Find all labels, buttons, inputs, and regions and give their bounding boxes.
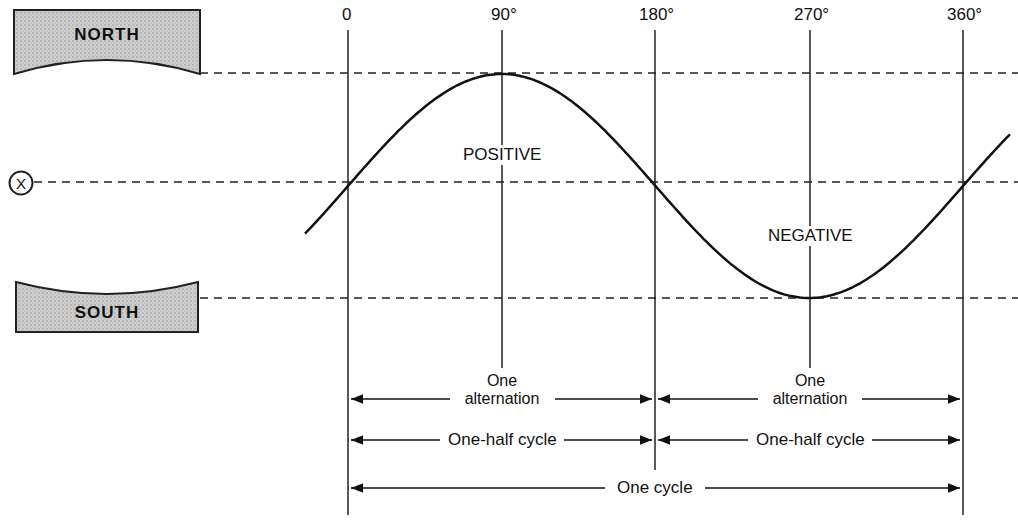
cycle-label: One cycle — [617, 478, 693, 498]
south-pole-piece: SOUTH — [14, 280, 200, 334]
polarity-label: NEGATIVE — [765, 226, 856, 246]
degree-label: 90° — [491, 5, 517, 25]
degree-label: 0 — [342, 5, 351, 25]
north-pole-piece: NORTH — [12, 8, 202, 76]
half-cycle-label: One-half cycle — [756, 430, 865, 450]
half-cycle-label: One-half cycle — [448, 430, 557, 450]
node-label: SOUTH — [75, 303, 140, 323]
dimension-arrows — [351, 399, 960, 488]
alternation-label: One alternation — [452, 372, 552, 409]
node-label: NORTH — [74, 25, 139, 45]
degree-label: 360° — [947, 5, 982, 25]
alternation-label: One alternation — [760, 372, 860, 409]
degree-label: 270° — [794, 5, 829, 25]
degree-label: 180° — [639, 5, 674, 25]
degree-lines — [348, 30, 963, 515]
sine-curve — [305, 74, 1010, 298]
reference-lines — [34, 73, 1018, 298]
node-label: X — [16, 175, 26, 192]
polarity-label: POSITIVE — [460, 145, 544, 165]
conductor-circle: X — [8, 170, 34, 196]
